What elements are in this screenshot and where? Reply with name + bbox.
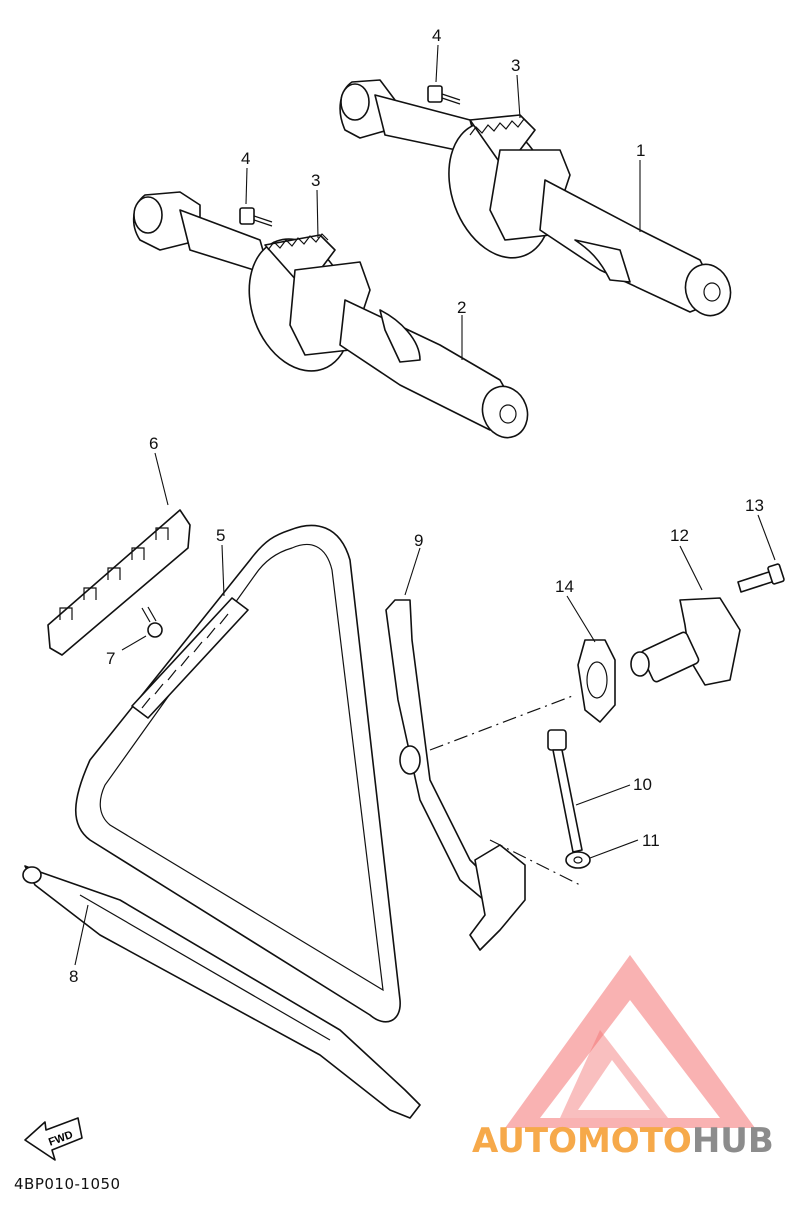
part-label-1: 1 (636, 141, 645, 160)
tensioner-12 (630, 597, 741, 686)
bolt-13 (737, 563, 785, 593)
bolt-7 (141, 606, 163, 638)
bolt-4-lower (239, 207, 273, 227)
watermark-part1: AUTOMOTO (472, 1121, 692, 1161)
gasket-14 (577, 639, 616, 723)
camshaft-2 (132, 191, 529, 439)
fwd-arrow-icon: FWD (24, 1117, 83, 1161)
chain-guide-9 (385, 599, 526, 951)
part-label-4-lower: 4 (241, 149, 250, 168)
cam-chain-loop (74, 524, 401, 1023)
cam-chain-segment (131, 597, 249, 719)
part-label-3-lower: 3 (311, 171, 320, 190)
sprocket-lower (267, 233, 329, 251)
part-labels: 1 2 3 3 4 4 5 6 7 8 9 10 11 12 13 14 (69, 26, 764, 986)
leader-lines (74, 44, 776, 966)
svg-text:AUTOMOTOHUB: AUTOMOTOHUB (472, 1121, 774, 1161)
sprocket-upper (469, 118, 531, 136)
chain-guide-8 (22, 865, 421, 1119)
part-label-11: 11 (642, 831, 660, 850)
assembly-line (489, 839, 581, 886)
watermark-logo (505, 955, 755, 1128)
part-label-4-upper: 4 (432, 26, 441, 45)
chain-guide-6 (47, 509, 191, 656)
part-label-13: 13 (745, 496, 764, 515)
watermark-text: AUTOMOTOHUB (472, 1121, 774, 1161)
bolt-10 (547, 729, 583, 853)
part-label-6: 6 (149, 434, 158, 453)
watermark-part2: HUB (692, 1121, 774, 1161)
diagram-code: 4BP010-1050 (14, 1175, 121, 1193)
part-label-2: 2 (457, 298, 466, 317)
part-label-14: 14 (555, 577, 574, 596)
part-label-7: 7 (106, 649, 115, 668)
part-label-3-upper: 3 (511, 56, 520, 75)
washer-11 (565, 851, 591, 869)
part-label-8: 8 (69, 967, 78, 986)
bolt-4-upper (427, 85, 461, 105)
camshaft-1 (339, 79, 732, 317)
part-label-12: 12 (670, 526, 689, 545)
part-label-10: 10 (633, 775, 652, 794)
part-label-5: 5 (216, 526, 225, 545)
part-label-9: 9 (414, 531, 423, 550)
